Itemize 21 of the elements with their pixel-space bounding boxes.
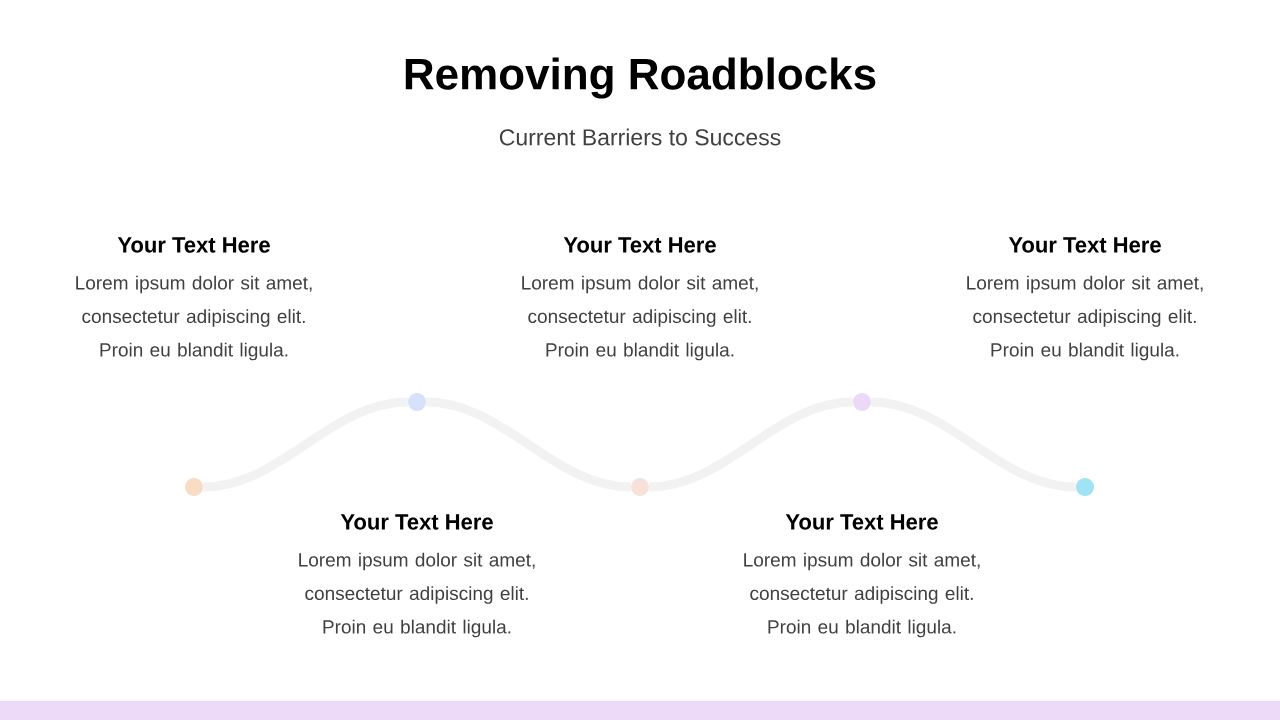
timeline-dot (853, 393, 871, 411)
timeline-dot (631, 478, 649, 496)
heading: Your Text Here (117, 237, 270, 253)
subtitle: Current Barriers to Success (499, 128, 781, 146)
heading: Your Text Here (563, 237, 716, 253)
body-text: Lorem ipsum dolor sit amet, consectetur adipiscing elit. Proin eu blandit ligula. (299, 552, 535, 638)
body-text: Lorem ipsum dolor sit amet, consectetur adipiscing elit. Proin eu blandit ligula. (522, 275, 758, 361)
wave-line (648, 397, 854, 492)
body-text: Lorem ipsum dolor sit amet, consectetur adipiscing elit. Proin eu blandit ligula. (744, 552, 980, 638)
body-text: Lorem ipsum dolor sit amet, consectetur adipiscing elit. Proin eu blandit ligula. (76, 275, 312, 361)
title: Removing Roadblocks (405, 57, 876, 99)
body-text: Lorem ipsum dolor sit amet, consectetur adipiscing elit. Proin eu blandit ligula. (967, 275, 1203, 361)
heading: Your Text Here (785, 514, 938, 530)
timeline-dot (185, 478, 203, 496)
wave-line (202, 397, 409, 492)
timeline-dot (1076, 478, 1094, 496)
heading: Your Text Here (340, 514, 493, 530)
wave-line (425, 397, 632, 492)
wave-line (870, 397, 1077, 492)
heading: Your Text Here (1008, 237, 1161, 253)
timeline-dot (408, 393, 426, 411)
